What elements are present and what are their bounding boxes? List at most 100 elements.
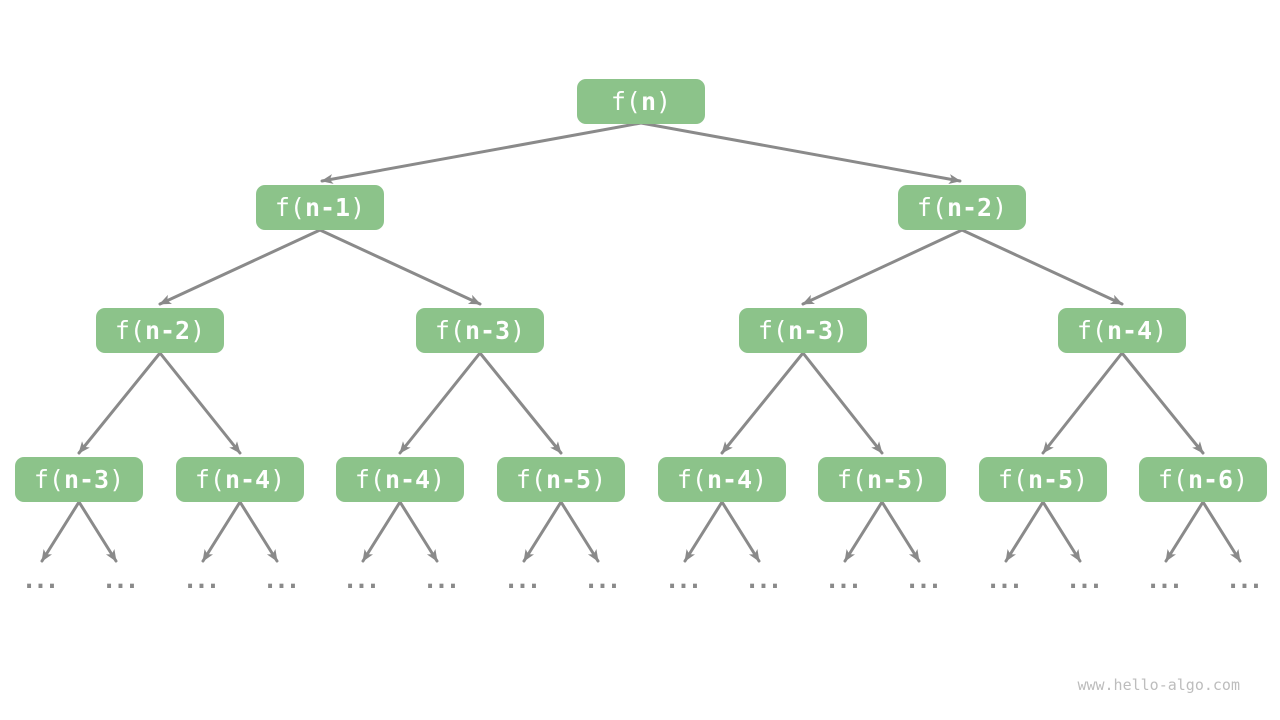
node-label-arg: n-3 — [787, 316, 834, 345]
edge-arrow — [201, 500, 242, 563]
tree-node: f(n-4) — [176, 457, 304, 502]
node-label-arg: n-3 — [63, 465, 110, 494]
ellipsis: ... — [262, 566, 300, 594]
edge-arrow — [478, 351, 563, 455]
tree-node: f(n-3) — [739, 308, 867, 353]
tree-node: f(n-2) — [96, 308, 224, 353]
edge-arrow — [960, 228, 1124, 306]
ellipsis: ... — [101, 566, 139, 594]
edge-arrow — [720, 351, 805, 455]
edge-arrow — [1004, 500, 1045, 563]
node-label-suffix: ) — [833, 316, 849, 345]
edge-arrow — [40, 500, 81, 563]
node-label-suffix: ) — [1233, 465, 1249, 494]
node-label-arg: n-5 — [545, 465, 592, 494]
edge-arrow — [801, 351, 884, 455]
ellipsis: ... — [422, 566, 460, 594]
tree-node: f(n-5) — [979, 457, 1107, 502]
node-label-suffix: ) — [430, 465, 446, 494]
edge-arrow — [683, 500, 724, 563]
node-label-arg: n-6 — [1187, 465, 1234, 494]
node-label-suffix: ) — [270, 465, 286, 494]
node-label-suffix: ) — [350, 193, 366, 222]
node-label-arg: n-2 — [144, 316, 191, 345]
node-label-prefix: f( — [114, 316, 145, 345]
edge-arrow — [77, 351, 162, 455]
node-label-prefix: f( — [757, 316, 788, 345]
node-label-prefix: f( — [1076, 316, 1107, 345]
node-label-arg: n-5 — [866, 465, 913, 494]
edge-arrow — [801, 228, 964, 306]
ellipsis: ... — [904, 566, 942, 594]
node-label-suffix: ) — [912, 465, 928, 494]
node-label-suffix: ) — [656, 87, 672, 116]
tree-node: f(n-4) — [658, 457, 786, 502]
node-label-arg: n-2 — [946, 193, 993, 222]
edge-arrow — [1041, 500, 1082, 563]
edge-arrow — [522, 500, 563, 563]
edge-arrow — [559, 500, 600, 563]
node-label-suffix: ) — [510, 316, 526, 345]
tree-node: f(n-5) — [818, 457, 946, 502]
edge-arrow — [1120, 351, 1205, 455]
edge-arrow — [1201, 500, 1242, 563]
node-label-prefix: f( — [434, 316, 465, 345]
node-label-arg: n-3 — [464, 316, 511, 345]
ellipsis: ... — [1145, 566, 1183, 594]
edge-arrow — [880, 500, 921, 563]
ellipsis: ... — [1065, 566, 1103, 594]
node-label-suffix: ) — [752, 465, 768, 494]
node-label-arg: n-4 — [1106, 316, 1153, 345]
edge-arrow — [238, 500, 279, 563]
tree-node: f(n-3) — [416, 308, 544, 353]
node-label-prefix: f( — [836, 465, 867, 494]
edge-arrow — [1041, 351, 1124, 455]
node-label-prefix: f( — [515, 465, 546, 494]
ellipsis: ... — [503, 566, 541, 594]
ellipsis: ... — [664, 566, 702, 594]
edge-arrow — [77, 500, 118, 563]
ellipsis: ... — [824, 566, 862, 594]
tree-node: f(n-4) — [1058, 308, 1186, 353]
node-label-suffix: ) — [109, 465, 125, 494]
node-label-prefix: f( — [354, 465, 385, 494]
ellipsis: ... — [21, 566, 59, 594]
node-label-suffix: ) — [992, 193, 1008, 222]
edge-arrow — [158, 228, 322, 306]
ellipsis: ... — [1225, 566, 1263, 594]
node-label-prefix: f( — [274, 193, 305, 222]
edge-arrow — [361, 500, 402, 563]
tree-node: f(n-6) — [1139, 457, 1267, 502]
edge-arrow — [843, 500, 884, 563]
tree-node: f(n-4) — [336, 457, 464, 502]
node-label-arg: n-1 — [304, 193, 351, 222]
edge-arrow — [398, 500, 439, 563]
tree-node-root: f(n) — [577, 79, 705, 124]
edge-arrow — [720, 500, 761, 563]
ellipsis: ... — [182, 566, 220, 594]
edge-arrow — [320, 121, 643, 184]
node-label-arg: n — [640, 87, 657, 116]
ellipsis: ... — [583, 566, 621, 594]
ellipsis: ... — [342, 566, 380, 594]
tree-node: f(n-1) — [256, 185, 384, 230]
node-label-prefix: f( — [33, 465, 64, 494]
tree-node: f(n-5) — [497, 457, 625, 502]
node-label-suffix: ) — [1152, 316, 1168, 345]
node-label-prefix: f( — [676, 465, 707, 494]
node-label-prefix: f( — [997, 465, 1028, 494]
watermark: www.hello-algo.com — [1077, 676, 1240, 694]
edge-arrow — [158, 351, 242, 455]
ellipsis: ... — [744, 566, 782, 594]
node-label-arg: n-4 — [224, 465, 271, 494]
edge-arrow — [318, 228, 482, 306]
edge-arrow — [1164, 500, 1205, 563]
node-label-prefix: f( — [916, 193, 947, 222]
tree-node: f(n-2) — [898, 185, 1026, 230]
node-label-prefix: f( — [194, 465, 225, 494]
node-label-suffix: ) — [1073, 465, 1089, 494]
tree-node: f(n-3) — [15, 457, 143, 502]
node-label-arg: n-4 — [706, 465, 753, 494]
